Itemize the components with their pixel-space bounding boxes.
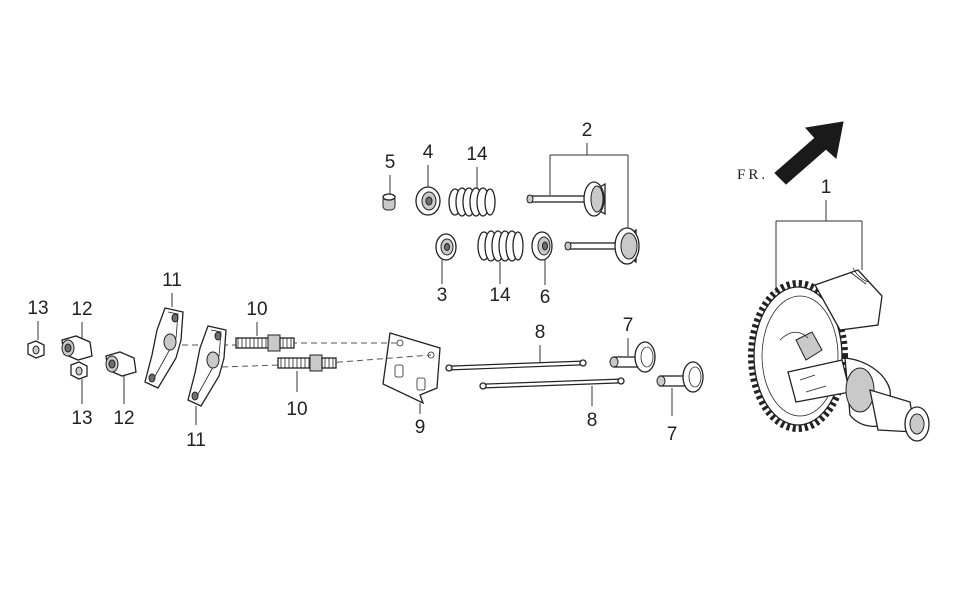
rocker-stud-top-part — [235, 334, 295, 352]
front-direction-indicator: FR. — [737, 121, 844, 185]
callout-label-rocker-top: 11 — [162, 270, 182, 291]
stem-seal-part — [531, 231, 553, 261]
callout-label-spring-top: 14 — [466, 144, 488, 165]
callout-push-rod-bottom: 8 — [587, 386, 598, 431]
callout-stud-bottom: 10 — [286, 371, 308, 420]
callout-valves: 2 — [549, 120, 629, 232]
callout-label-stud-bottom: 10 — [286, 399, 307, 420]
callout-label-lock-nut-bottom: 13 — [71, 408, 92, 429]
valve-top-part — [526, 181, 606, 217]
pivot-nut-bottom-part — [105, 351, 137, 377]
callout-label-tappet-bottom: 7 — [667, 424, 678, 445]
camshaft-part — [748, 267, 930, 442]
callout-spring-bottom: 14 — [489, 262, 511, 306]
valve-bottom-part — [564, 227, 640, 265]
push-rod-top-part — [445, 359, 587, 372]
push-rod-bottom-part — [479, 377, 625, 390]
callout-label-lock-nut-top: 13 — [27, 298, 48, 319]
callout-spring-top: 14 — [466, 144, 488, 188]
callout-label-push-rod-top: 8 — [535, 322, 546, 343]
tappet-bottom-part — [656, 361, 704, 393]
front-arrow-icon — [774, 121, 844, 185]
rocker-stud-bottom-part — [277, 354, 337, 372]
lock-nut-bottom-part — [70, 361, 88, 380]
callout-label-camshaft: 1 — [821, 177, 832, 198]
callout-label-pivot-nut-bottom: 12 — [113, 408, 134, 429]
callout-stud-top: 10 — [246, 299, 268, 336]
front-direction-label: FR. — [737, 167, 768, 183]
callout-tappet-top: 7 — [623, 315, 634, 356]
callout-label-stem-seal: 6 — [540, 287, 551, 308]
pivot-nut-top-part — [61, 335, 93, 361]
rocker-arm-bottom-part — [187, 325, 227, 407]
spring-top-part — [448, 187, 496, 217]
callout-label-retainer-bottom: 3 — [437, 285, 448, 306]
callout-retainer-top: 4 — [423, 142, 434, 189]
callout-guide-plate: 9 — [415, 403, 426, 438]
callout-push-rod-top: 8 — [535, 322, 546, 362]
retainer-bottom-part — [435, 233, 457, 261]
callout-label-stud-top: 10 — [246, 299, 267, 320]
callout-rocker-top: 11 — [162, 270, 182, 307]
callout-stem-seal: 6 — [540, 260, 551, 308]
rocker-arm-top-part — [144, 307, 184, 389]
retainer-top-part — [415, 186, 441, 216]
callout-label-guide-plate: 9 — [415, 417, 426, 438]
callout-label-spring-bottom: 14 — [489, 285, 511, 306]
guide-plate-part — [382, 332, 441, 405]
assembly-line-bottom — [326, 354, 432, 364]
tappet-top-part — [609, 341, 656, 373]
callout-label-push-rod-bottom: 8 — [587, 410, 598, 431]
assembly-line-rocker-bottom — [221, 364, 281, 368]
valve-cap-part — [382, 193, 396, 211]
callout-label-valve-cap: 5 — [385, 152, 396, 173]
callout-retainer-bottom: 3 — [437, 260, 448, 306]
lock-nut-top-part — [27, 340, 45, 359]
callout-lock-nut-bottom: 13 — [71, 379, 93, 429]
callout-tappet-bottom: 7 — [667, 388, 678, 445]
callout-label-valves: 2 — [582, 120, 593, 141]
callout-label-rocker-bottom: 11 — [186, 430, 206, 451]
spring-bottom-part — [477, 230, 524, 262]
callout-valve-cap: 5 — [385, 152, 396, 196]
callout-label-pivot-nut-top: 12 — [71, 299, 92, 320]
callout-label-tappet-top: 7 — [623, 315, 634, 336]
callout-pivot-nut-top: 12 — [71, 299, 93, 338]
callout-label-retainer-top: 4 — [423, 142, 434, 163]
callout-lock-nut-top: 13 — [27, 298, 49, 340]
callout-rocker-bottom: 11 — [186, 406, 206, 451]
callout-pivot-nut-bottom: 12 — [113, 376, 135, 429]
